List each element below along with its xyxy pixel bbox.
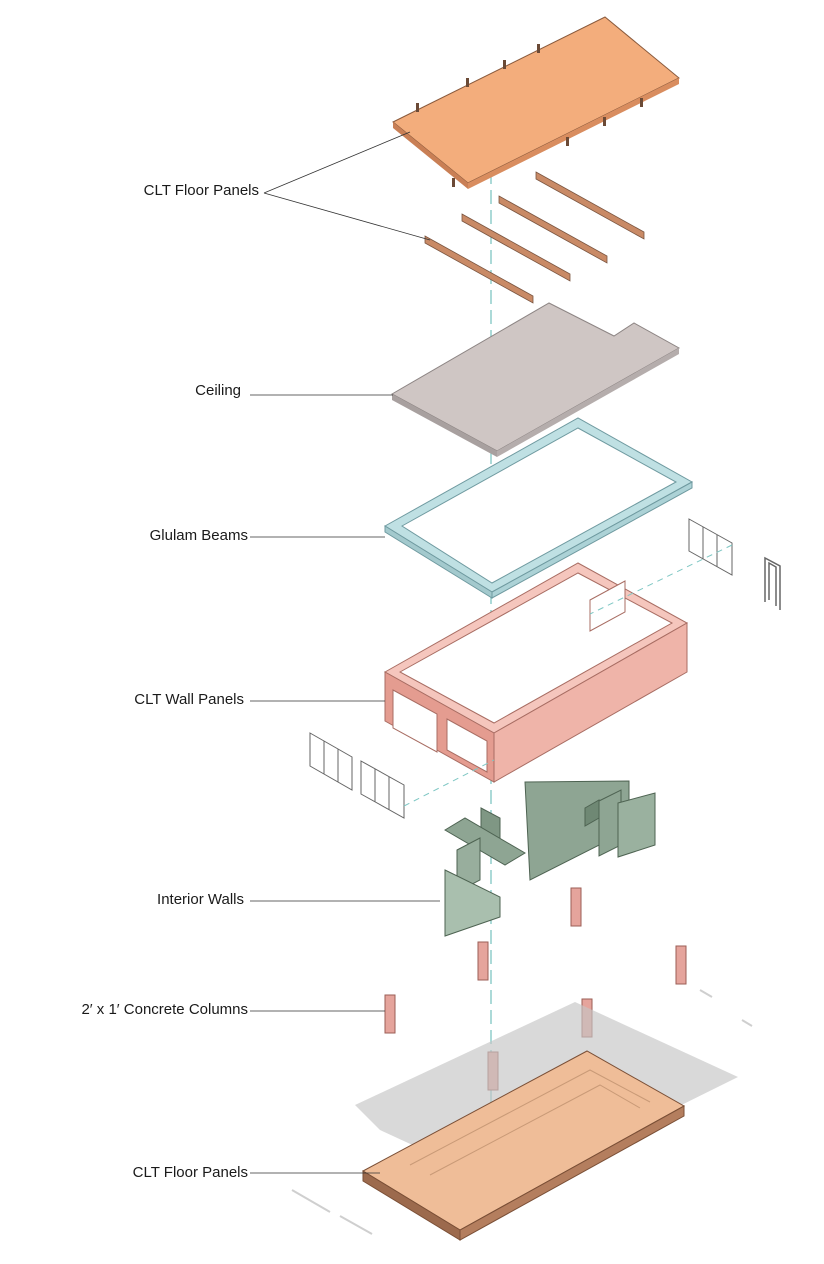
label-clt-wall-panels: CLT Wall Panels xyxy=(134,691,244,708)
label-glulam-beams: Glulam Beams xyxy=(149,527,248,544)
clt-floor-panel-top xyxy=(392,16,680,189)
clt-wall-panels-box xyxy=(383,562,689,783)
label-clt-floor-panels-bottom: CLT Floor Panels xyxy=(132,1164,248,1181)
leader-lines xyxy=(250,131,440,1174)
column-2 xyxy=(477,941,489,981)
label-interior-walls: Interior Walls xyxy=(157,891,244,908)
column-4 xyxy=(384,994,396,1034)
door-frame-right xyxy=(764,556,781,610)
clt-floor-panel-bottom xyxy=(361,1050,686,1241)
label-ceiling: Ceiling xyxy=(195,382,241,399)
window-frame-right xyxy=(688,518,733,576)
window-frame-left-1 xyxy=(309,732,353,791)
ceiling-panel xyxy=(390,302,681,457)
joists xyxy=(424,171,645,304)
glulam-beams-frame xyxy=(384,417,694,599)
interior-walls xyxy=(444,780,656,937)
column-3 xyxy=(675,945,687,985)
label-concrete-columns: 2′ x 1′ Concrete Columns xyxy=(81,1001,248,1018)
label-clt-floor-panels-top: CLT Floor Panels xyxy=(143,182,259,199)
window-frame-left-2 xyxy=(360,760,405,819)
column-1 xyxy=(570,887,582,927)
